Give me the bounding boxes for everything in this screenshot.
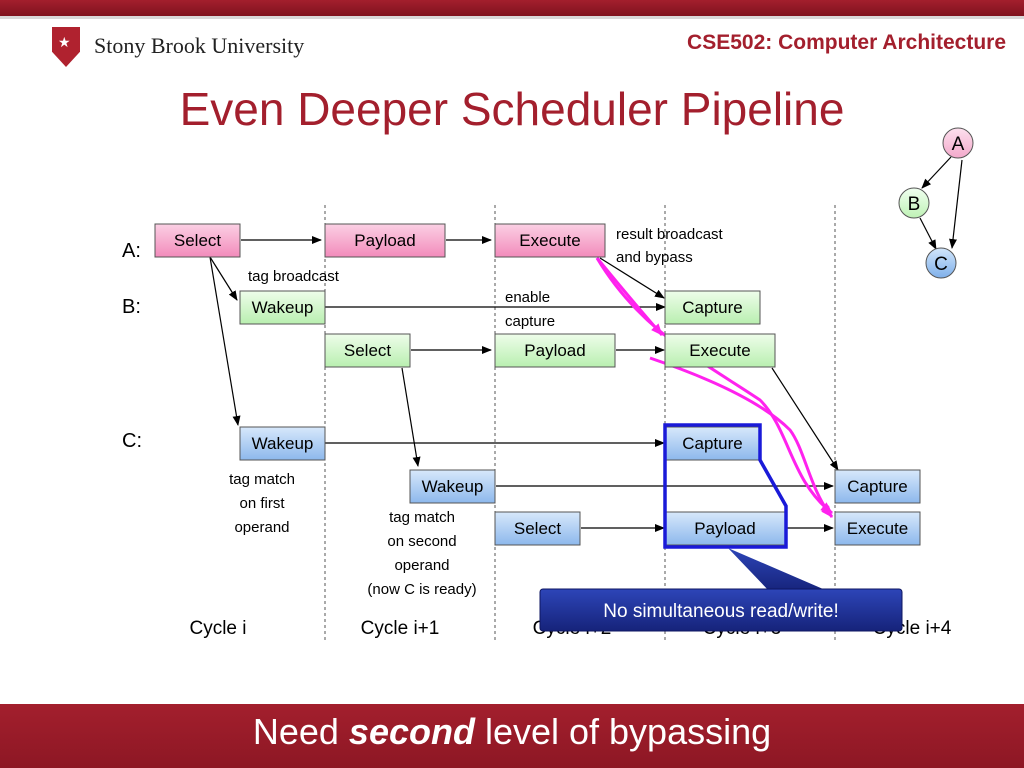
dag-node-label: C: [934, 254, 948, 275]
dag-edge-b-c: [919, 217, 937, 250]
note-tag-broadcast: tag broadcast: [248, 268, 340, 285]
stage-c-select: Select: [494, 511, 581, 546]
stage-label: Wakeup: [422, 477, 484, 496]
stage-a-select: Select: [154, 223, 241, 258]
stage-b-select: Select: [324, 333, 411, 368]
stage-label: Wakeup: [252, 434, 314, 453]
bypass-arrow-to-c-capture: [595, 257, 833, 515]
dag-edge-a-b: [921, 156, 952, 189]
stage-c-capture-second: Capture: [834, 469, 921, 504]
callout-no-simultaneous: No simultaneous read/write!: [539, 548, 903, 632]
stage-label: Select: [344, 341, 392, 360]
stage-label: Execute: [847, 519, 908, 538]
note-tag-match-first-line3: operand: [234, 519, 289, 536]
stage-c-execute: Execute: [834, 511, 921, 546]
row-label-a: A:: [122, 240, 141, 262]
row-label-c: C:: [122, 430, 142, 452]
stage-c-capture-first: Capture: [664, 426, 761, 461]
pipeline-diagram: A: B: C: Select Payload Execute Wakeup C…: [122, 127, 974, 640]
note-tag-match-second-line4: (now C is ready): [367, 581, 476, 598]
arrow-b-select-c-wakeup: [401, 367, 421, 467]
stage-label: Select: [174, 231, 222, 250]
stage-label: Payload: [694, 519, 755, 538]
dag-edge-a-c: [949, 159, 963, 249]
note-tag-match-second-line2: on second: [387, 533, 456, 550]
arrow-tag-broadcast-c: [209, 256, 241, 426]
note-enable-capture-line2: capture: [505, 313, 555, 330]
footer-prefix: Need: [252, 711, 349, 752]
cycle-label-i1: Cycle i+1: [361, 618, 440, 639]
course-title: CSE502: Computer Architecture: [687, 31, 1006, 54]
university-logo: ★ Stony Brook University: [52, 27, 332, 69]
note-tag-match-first-line1: tag match: [229, 471, 295, 488]
stage-label: Execute: [689, 341, 750, 360]
stage-b-execute: Execute: [664, 333, 776, 368]
note-tag-match-second-line1: tag match: [389, 509, 455, 526]
note-result-broadcast-line1: result broadcast: [616, 226, 724, 243]
dag-node-c: C: [925, 247, 957, 279]
top-accent-bar: [0, 0, 1024, 16]
stage-a-payload: Payload: [324, 223, 446, 258]
dag-node-label: A: [952, 134, 965, 155]
stage-c-payload: Payload: [664, 511, 786, 546]
stage-label: Capture: [682, 434, 742, 453]
stage-b-capture: Capture: [664, 290, 761, 325]
stage-label: Execute: [519, 231, 580, 250]
stage-label: Payload: [354, 231, 415, 250]
stage-c-wakeup-second: Wakeup: [409, 469, 496, 504]
slide-title: Even Deeper Scheduler Pipeline: [179, 83, 845, 135]
note-tag-match-second-line3: operand: [394, 557, 449, 574]
top-divider: [0, 16, 1024, 19]
dag-node-label: B: [908, 194, 921, 215]
footer-message: Need second level of bypassing: [0, 711, 1024, 753]
dag-node-a: A: [942, 127, 974, 159]
dag-node-b: B: [898, 187, 930, 219]
arrow-tag-broadcast-b: [209, 256, 238, 301]
bypass-arrow-to-c-execute: [649, 356, 834, 518]
university-name: Stony Brook University: [94, 33, 305, 58]
row-label-b: B:: [122, 296, 141, 318]
stage-label: Payload: [524, 341, 585, 360]
note-result-broadcast-line2: and bypass: [616, 249, 693, 266]
arrow-b-execute-c-capture: [771, 367, 839, 471]
note-tag-match-first-line2: on first: [239, 495, 285, 512]
cycle-label-i: Cycle i: [189, 618, 246, 639]
stage-label: Wakeup: [252, 298, 314, 317]
footer-suffix: level of bypassing: [474, 711, 772, 752]
stage-label: Capture: [682, 298, 742, 317]
stage-b-wakeup: Wakeup: [239, 290, 326, 325]
star-icon: ★: [58, 35, 71, 51]
conflict-highlight: [663, 423, 788, 549]
callout-text: No simultaneous read/write!: [603, 601, 839, 622]
stage-label: Capture: [847, 477, 907, 496]
stage-label: Select: [514, 519, 562, 538]
footer-bar: [0, 704, 1024, 768]
stage-a-execute: Execute: [494, 223, 606, 258]
stage-c-wakeup-first: Wakeup: [239, 426, 326, 461]
stage-b-payload: Payload: [494, 333, 616, 368]
footer-emphasis: second: [348, 711, 475, 752]
arrow-enable-capture: [599, 257, 665, 299]
note-enable-capture-line1: enable: [505, 289, 550, 306]
